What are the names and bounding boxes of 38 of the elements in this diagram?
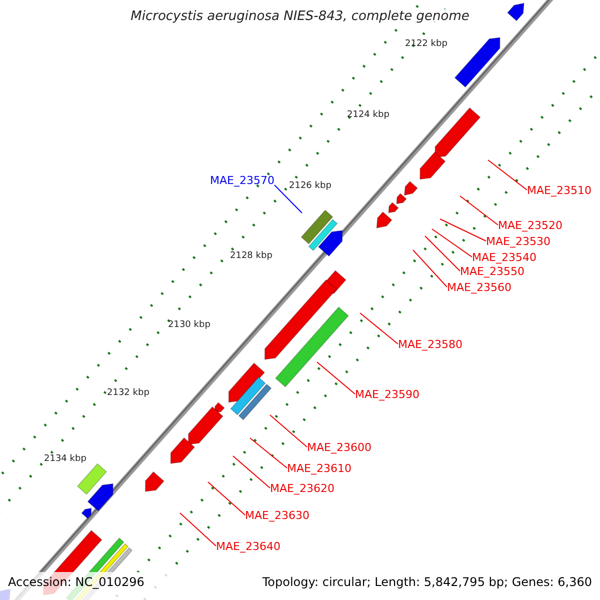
leader-line xyxy=(250,438,288,468)
gene-label: MAE_23570 xyxy=(210,174,274,187)
gene-label: MAE_23550 xyxy=(460,265,524,278)
leader-line xyxy=(460,196,498,226)
gene-label: MAE_23620 xyxy=(270,482,334,495)
gene-label: MAE_23530 xyxy=(486,235,550,248)
leader-line xyxy=(232,456,270,488)
gene-label: MAE_23640 xyxy=(216,540,280,553)
leader-line xyxy=(412,250,448,288)
leader-line xyxy=(274,184,302,214)
tick-label: 2122 kbp xyxy=(405,39,448,49)
leader-line xyxy=(180,512,216,546)
gene-label: MAE_23520 xyxy=(498,219,562,232)
gene-label: MAE_23560 xyxy=(447,281,512,294)
gene-label: MAE_23610 xyxy=(287,462,352,475)
tick-label: 2128 kbp xyxy=(230,251,272,261)
leader-line xyxy=(488,160,528,190)
leader-line xyxy=(208,482,246,516)
gene-label: MAE_23600 xyxy=(307,441,372,454)
gene-label: MAE_23590 xyxy=(355,388,420,401)
gene-label: MAE_23510 xyxy=(527,184,592,197)
accession-text: Accession: NC_010296 xyxy=(8,576,144,589)
leader-line xyxy=(270,414,308,448)
leader-line xyxy=(316,362,356,394)
genome-info-text: Topology: circular; Length: 5,842,795 bp; Genes: 6,360 xyxy=(262,576,592,589)
leader-line xyxy=(360,312,398,344)
gene-label: MAE_23540 xyxy=(472,251,536,264)
leader-line xyxy=(440,218,486,242)
leader-line xyxy=(432,228,472,258)
leader-line xyxy=(424,236,460,272)
tick-label: 2132 kbp xyxy=(107,388,150,398)
tick-label: 2130 kbp xyxy=(168,320,210,330)
tick-label: 2134 kbp xyxy=(44,454,86,464)
tick-label: 2126 kbp xyxy=(289,181,332,191)
gene-label: MAE_23630 xyxy=(245,509,310,522)
tick-label: 2124 kbp xyxy=(347,110,390,120)
title: Microcystis aeruginosa NIES-843, complete genome xyxy=(130,9,470,24)
gene-label: MAE_23580 xyxy=(398,338,462,351)
